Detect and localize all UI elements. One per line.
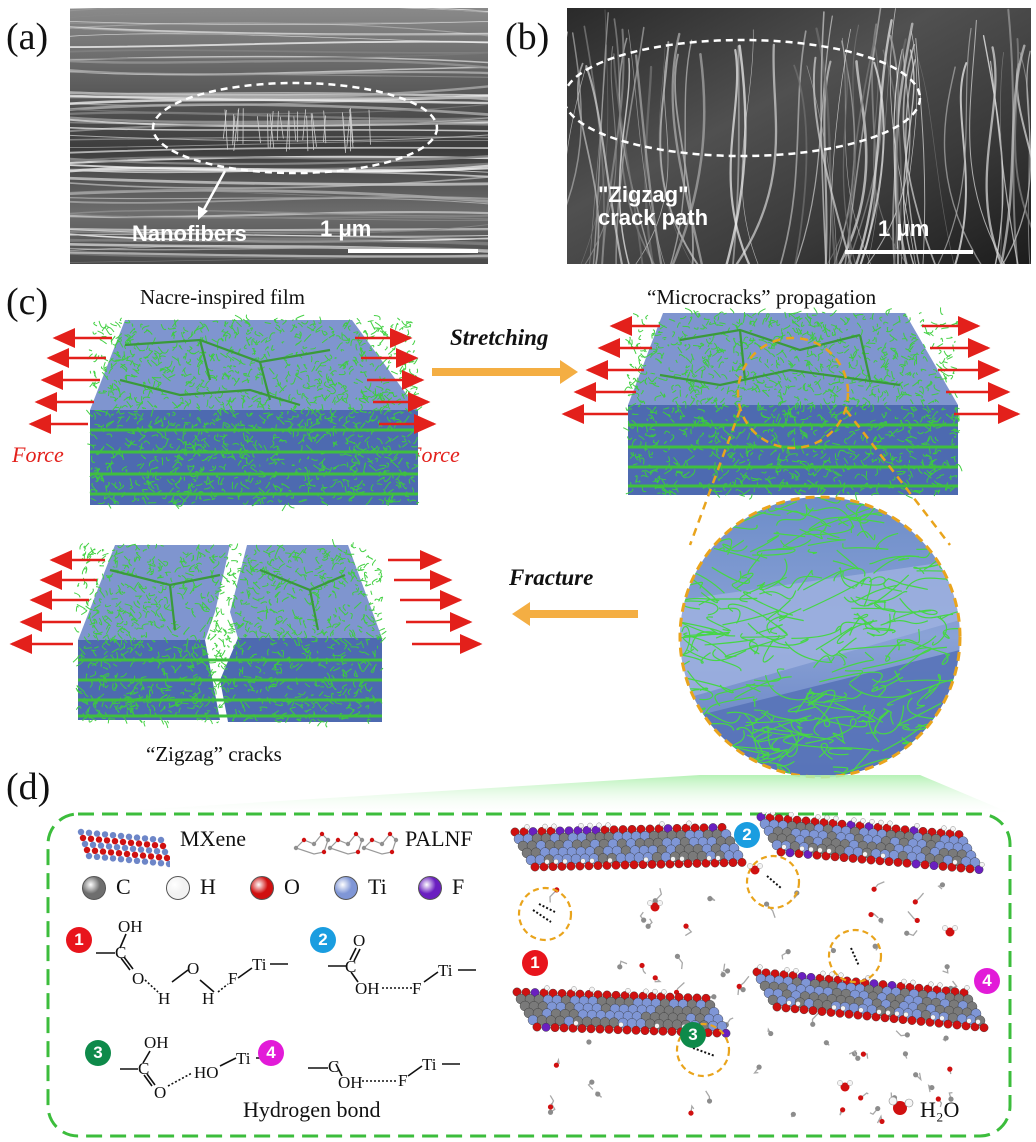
panel-c-letter: (c) — [6, 281, 49, 323]
atom-f-ball-icon — [418, 876, 442, 900]
bond-badge-2: 2 — [310, 927, 336, 953]
nacre-film-title: Nacre-inspired film — [140, 285, 306, 309]
palnf-icon — [293, 831, 399, 855]
zigzag-label-line2: crack path — [598, 205, 709, 231]
bond-badge-1: 1 — [66, 927, 92, 953]
s2-oh: OH — [355, 979, 380, 998]
bond-badge-4: 4 — [258, 1040, 284, 1066]
microcracks-title: “Microcracks” propagation — [647, 285, 877, 309]
panel-b-letter: (b) — [505, 16, 550, 58]
s1-oh: OH — [118, 918, 143, 936]
nanofibers-label: Nanofibers — [132, 221, 247, 246]
s4-oh: OH — [338, 1073, 363, 1092]
atom-c-ball-icon — [82, 876, 106, 900]
fracture-arrow — [512, 602, 638, 626]
mxene-label: MXene — [180, 826, 246, 851]
s1-f: F — [228, 969, 237, 988]
hydrogen-bond-caption: Hydrogen bond — [243, 1097, 381, 1122]
atom-ti-label: Ti — [368, 874, 387, 899]
atom-o-ball-icon — [250, 876, 274, 900]
s3-oh: OH — [144, 1033, 169, 1052]
sem-image-b — [567, 8, 1031, 264]
atom-f-label: F — [452, 874, 465, 899]
fracture-label: Fracture — [509, 565, 594, 590]
panel-a-letter: (a) — [6, 16, 49, 58]
palnf-label: PALNF — [405, 826, 473, 851]
scale-bar-a-label: 1 μm — [320, 216, 372, 241]
s1-o2: O — [187, 959, 199, 978]
panel-d-letter: (d) — [6, 766, 51, 808]
atom-h-ball-icon — [166, 876, 190, 900]
model-badge-2: 2 — [734, 822, 760, 848]
stretching-label: Stretching — [450, 325, 549, 350]
zigzag-cracks-title: “Zigzag” cracks — [146, 742, 282, 766]
s3-ti: Ti — [236, 1049, 251, 1068]
panel-d-frame — [46, 775, 1015, 1138]
s1-ti: Ti — [252, 955, 267, 974]
atom-o-label: O — [284, 874, 300, 899]
atom-c-label: C — [116, 874, 131, 899]
s4-f: F — [398, 1071, 407, 1090]
s1-h1: H — [158, 989, 170, 1008]
atom-ti-ball-icon — [334, 876, 358, 900]
s2-f: F — [412, 979, 421, 998]
bond-badge-3: 3 — [85, 1040, 111, 1066]
molecular-model — [510, 812, 989, 1125]
atom-legend: C H O Ti F — [82, 872, 502, 912]
s3-o: O — [154, 1083, 166, 1102]
force-left-label: Force — [12, 442, 64, 467]
water-legend-icon — [888, 1096, 914, 1115]
sem-image-a — [70, 8, 488, 264]
zigzag-label-line1: "Zigzag" — [598, 182, 689, 207]
s4-c: C — [328, 1057, 339, 1076]
mxene-icon — [77, 828, 170, 868]
hbond-schemes: OH C O H O H F Ti O C OH F Ti OH C O HO … — [96, 918, 476, 1102]
water-label: H₂O — [920, 1097, 960, 1122]
s2-o: O — [353, 931, 365, 950]
s2-c: C — [345, 957, 356, 976]
scale-bar-b-label: 1 μm — [878, 216, 930, 241]
s3-c: C — [138, 1059, 149, 1078]
s1-h2: H — [202, 989, 214, 1008]
schematic-c — [9, 307, 1021, 779]
s1-o: O — [132, 969, 144, 988]
microcrack-highlight — [736, 336, 850, 450]
s1-c: C — [115, 943, 126, 962]
s3-ho: HO — [194, 1063, 219, 1082]
stretching-arrow — [432, 360, 578, 384]
model-badge-3: 3 — [680, 1022, 706, 1048]
model-badge-1: 1 — [522, 950, 548, 976]
s4-ti: Ti — [422, 1055, 437, 1074]
zigzag-crack-path-label: "Zigzag" crack path — [598, 183, 708, 229]
s2-ti: Ti — [438, 961, 453, 980]
atom-h-label: H — [200, 874, 216, 899]
model-badge-4: 4 — [974, 968, 1000, 994]
